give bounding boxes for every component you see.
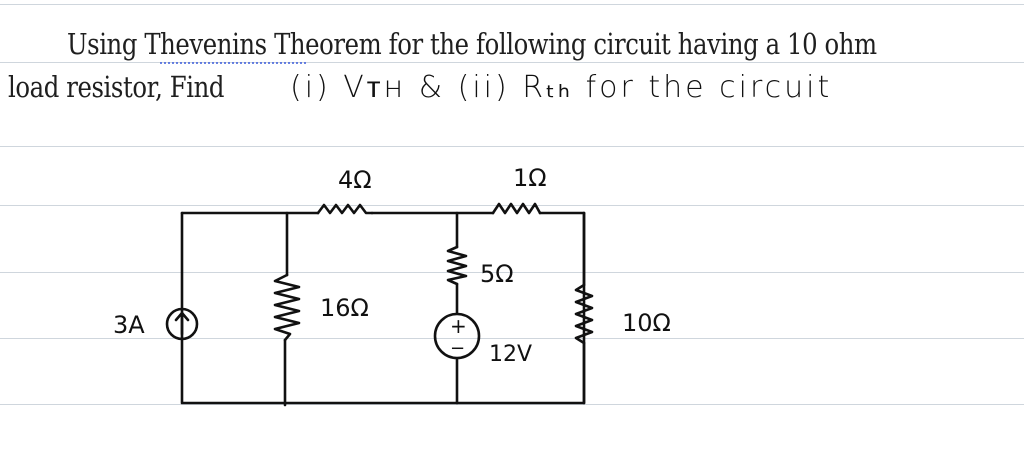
ruled-line bbox=[0, 338, 1024, 339]
current-source-arrow-icon bbox=[174, 311, 190, 336]
resistor-1ohm bbox=[491, 202, 542, 215]
label-resistor-16ohm: 16Ω bbox=[320, 294, 369, 322]
question-line-1: Using Thevenins Theorem for the followin… bbox=[67, 27, 877, 61]
handwritten-question-tail: (i) Vᴛʜ & (ii) Rₜₕ for the circuit bbox=[290, 70, 833, 105]
ruled-line bbox=[0, 404, 1024, 405]
resistor-10ohm-load bbox=[574, 283, 594, 345]
label-load-resistor: 10Ω bbox=[622, 309, 671, 337]
label-resistor-1ohm: 1Ω bbox=[513, 164, 547, 192]
shunt-branch-wire bbox=[283, 211, 289, 407]
label-resistor-5ohm: 5Ω bbox=[480, 260, 514, 288]
label-resistor-4ohm: 4Ω bbox=[338, 166, 372, 194]
resistor-16ohm bbox=[273, 273, 301, 342]
voltage-source bbox=[433, 312, 481, 360]
resistor-5ohm bbox=[446, 245, 468, 286]
voltage-source-minus-sign: − bbox=[450, 338, 465, 359]
ruled-line bbox=[0, 146, 1024, 147]
left-wire bbox=[180, 211, 586, 405]
ruled-line bbox=[0, 272, 1024, 273]
ruled-line bbox=[0, 62, 1024, 63]
label-current-source: 3A bbox=[113, 311, 145, 339]
voltage-source-plus-sign: + bbox=[450, 314, 467, 338]
resistor-4ohm bbox=[316, 203, 374, 215]
ruled-line bbox=[0, 4, 1024, 5]
question-line-2: load resistor, Find bbox=[8, 70, 225, 104]
current-source bbox=[165, 307, 199, 341]
label-voltage-source: 12V bbox=[489, 342, 532, 367]
